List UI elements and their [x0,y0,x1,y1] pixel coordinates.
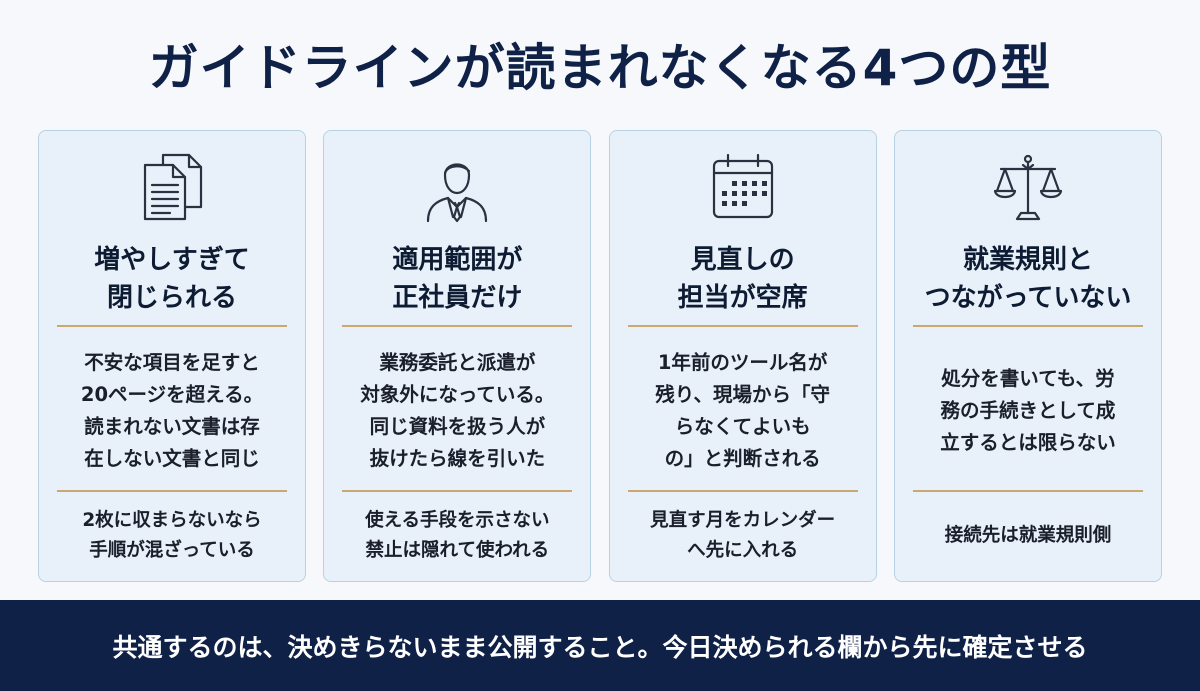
card-title: 就業規則と つながっていない [924,245,1132,313]
divider [342,490,573,492]
card-overloaded: 増やしすぎて 閉じられる 不安な項目を足すと 20ページを超える。 読まれない文… [38,130,306,582]
divider [57,325,287,327]
divider [57,490,287,492]
card-row: 増やしすぎて 閉じられる 不安な項目を足すと 20ページを超える。 読まれない文… [38,130,1162,582]
card-scope: 適用範囲が 正社員だけ 業務委託と派遣が 対象外になっている。 同じ資料を扱う人… [323,130,592,582]
divider [912,325,1143,327]
card-title: 適用範囲が 正社員だけ [392,245,523,313]
divider [912,490,1143,492]
divider [627,490,858,492]
card-note: 見直す月をカレンダー へ先に入れる [650,510,836,561]
card-body: 1年前のツール名が 残り、現場から「守 らなくてよいも の」と判断される [655,351,831,470]
calendar-icon [708,151,778,223]
divider [342,325,573,327]
card-body: 業務委託と派遣が 対象外になっている。 同じ資料を扱う人が 抜けたら線を引いた [360,351,555,470]
divider [627,325,858,327]
footer-text: 共通するのは、決めきらないまま公開すること。今日決められる欄から先に確定させる [112,632,1088,662]
card-body: 不安な項目を足すと 20ページを超える。 読まれない文書は存 在しない文書と同じ [80,351,264,470]
card-review: 見直しの 担当が空席 1年前のツール名が 残り、現場から「守 らなくてよいも の… [608,130,877,582]
card-note: 接続先は就業規則側 [944,525,1112,546]
businessperson-icon [422,151,492,223]
card-title: 見直しの 担当が空席 [677,245,808,313]
card-rules: 就業規則と つながっていない 処分を書いても、労 務の手続きとして成 立するとは… [893,130,1162,582]
card-note: 2枚に収まらないなら 手順が混ざっている [82,510,262,561]
footer-banner: 共通するのは、決めきらないまま公開すること。今日決められる欄から先に確定させる [0,600,1200,691]
scales-icon [993,151,1063,223]
page-title: ガイドラインが読まれなくなる4つの型 [148,39,1052,97]
card-title: 増やしすぎて 閉じられる [94,245,250,313]
card-note: 使える手段を示さない 禁止は隠れて使われる [365,510,550,561]
card-body: 処分を書いても、労 務の手続きとして成 立するとは限らない [940,367,1116,454]
documents-icon [137,151,207,223]
